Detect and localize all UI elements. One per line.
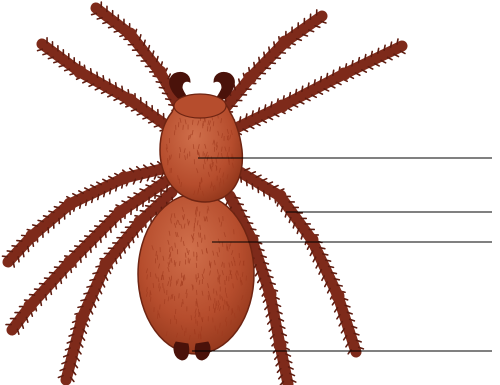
leg-front-left bbox=[92, 2, 186, 112]
spinneret-left bbox=[174, 342, 189, 360]
leg-second-right bbox=[232, 39, 405, 134]
head-segment bbox=[174, 94, 226, 118]
